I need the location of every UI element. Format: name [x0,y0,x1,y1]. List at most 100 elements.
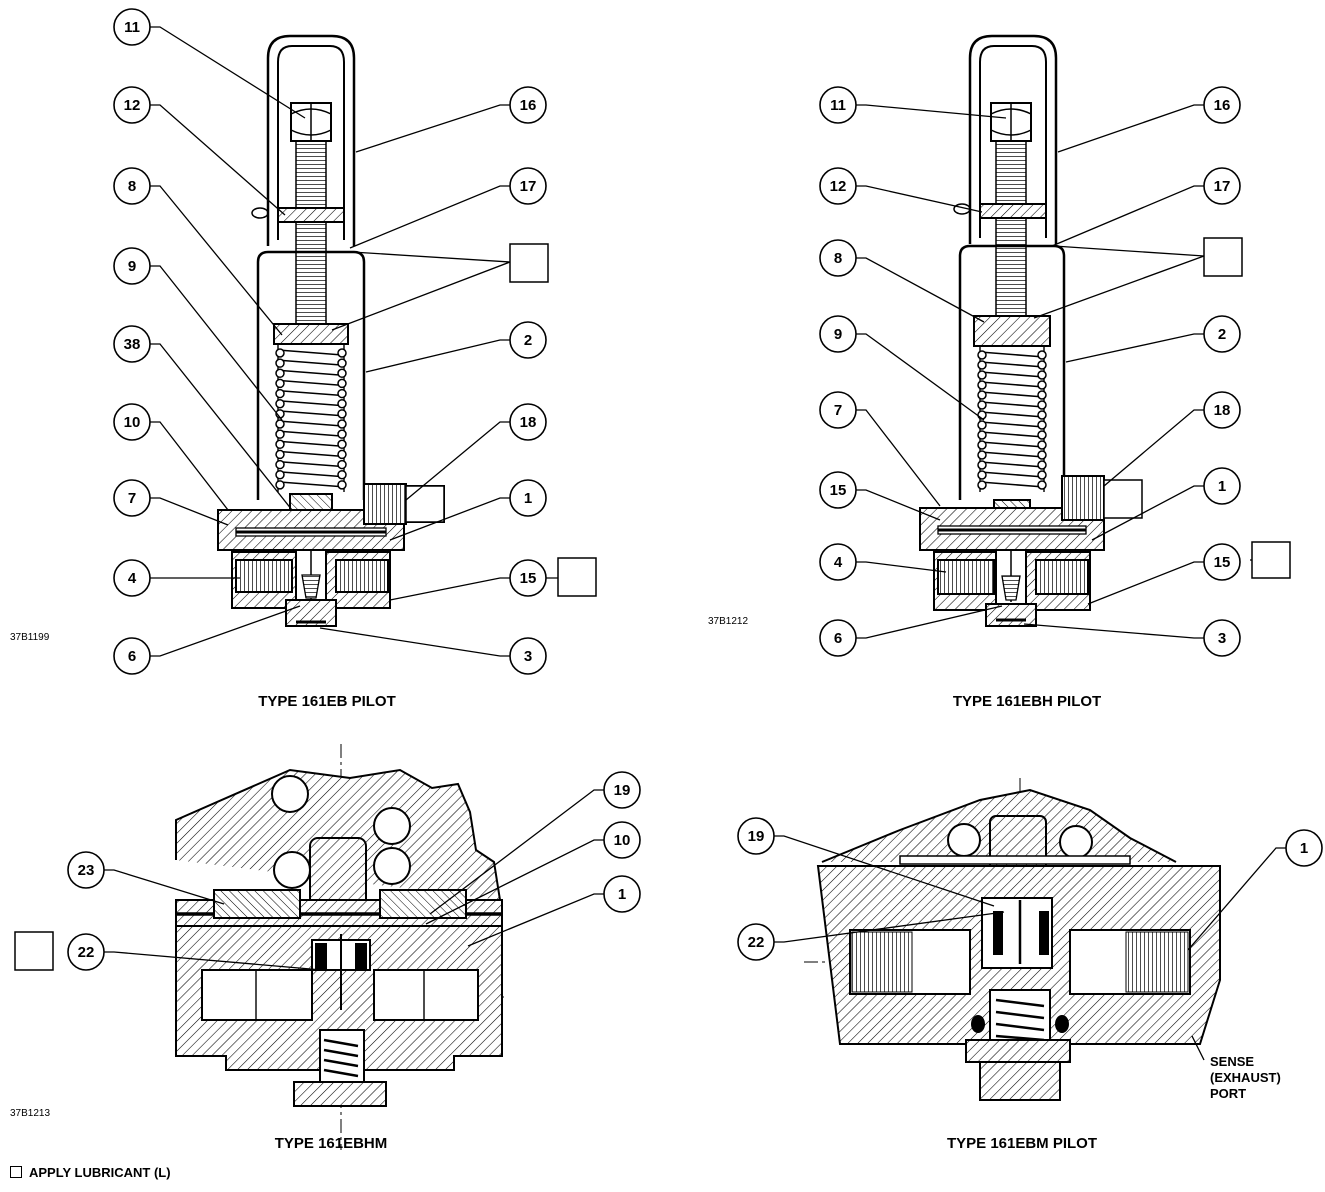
sense-port-label-line-3: PORT [1210,1086,1246,1101]
view-161ebh-pilot [919,34,1291,627]
leader-v1-2 [150,185,283,336]
callout-number-v2-10: 2 [1218,326,1226,343]
leader-v1-6 [150,497,229,526]
leader-lines [104,26,1286,971]
callout-bubble-v1-11 [509,321,547,359]
leader-v2-5 [856,489,941,521]
view-161eb-pilot [217,34,597,627]
leader-v2-7 [856,605,1003,639]
leader-v1-10 [349,185,510,249]
callout-bubble-v1-7 [113,559,151,597]
callout-bubble-v3-3 [603,821,641,859]
leader-v1-9 [355,104,510,153]
callout-bubble-v1-10 [509,167,547,205]
drawing-number-1: 37B1199 [10,632,50,643]
leader-v1-5 [150,421,229,511]
leader-v4-1 [774,911,1005,943]
lubricant-leader-0 [351,251,511,263]
leader-v4-0 [774,835,995,907]
lubricant-box-icon [10,1166,22,1178]
legend-text: APPLY LUBRICANT (L) [29,1164,171,1180]
callout-bubble-v1-9 [509,86,547,124]
leader-v1-4 [150,343,293,511]
lubricant-leader-4 [1033,255,1205,319]
callout-number-v1-3: 9 [128,258,136,275]
callout-number-v1-15: 3 [524,648,532,665]
callout-number-v1-9: 16 [520,97,537,114]
callout-number-v2-2: 8 [834,250,842,267]
leader-v3-0 [104,869,225,905]
leader-v2-8 [1057,104,1204,153]
callout-number-v1-4: 38 [124,336,141,353]
callout-number-v4-0: 19 [748,828,765,845]
callout-bubble-v1-0 [113,8,151,46]
callout-bubble-v2-2 [819,239,857,277]
leader-v2-13 [1087,561,1204,605]
callout-bubble-v2-7 [819,619,857,657]
callout-number-v1-2: 8 [128,178,136,195]
sense-port-label-line-1: SENSE [1210,1054,1254,1069]
callout-number-v1-6: 7 [128,490,136,507]
callout-bubble-v1-5 [113,403,151,441]
callout-number-v4-2: 1 [1300,840,1308,857]
leader-v1-3 [150,265,283,421]
leader-v1-15 [319,627,510,657]
callout-bubble-v2-10 [1203,315,1241,353]
lubricant-leader-3 [1053,245,1205,257]
drawing-number-2: 37B1212 [708,616,748,627]
callout-bubble-v2-8 [1203,86,1241,124]
callout-bubble-v3-4 [603,875,641,913]
callout-number-v3-0: 23 [78,862,95,879]
callout-number-v1-13: 1 [524,490,532,507]
leader-v1-8 [150,605,301,657]
callout-bubble-v2-1 [819,167,857,205]
callout-number-v1-7: 4 [128,570,137,587]
callout-bubble-v1-3 [113,247,151,285]
callout-bubble-v4-2 [1285,829,1323,867]
leader-v2-6 [856,561,947,573]
callout-bubbles: 1112893810746161721811531112897154616172… [67,8,1323,971]
callout-number-v1-10: 17 [520,178,537,195]
callout-number-v1-8: 6 [128,648,136,665]
callout-number-v1-5: 10 [124,414,141,431]
callout-bubble-v4-1 [737,923,775,961]
leader-v2-10 [1065,333,1204,363]
leader-v2-3 [856,333,985,421]
leader-v4-2 [1187,847,1286,951]
drawing-number-3: 37B1213 [10,1108,50,1119]
callout-bubble-v1-6 [113,479,151,517]
leader-v1-12 [405,421,510,501]
callout-bubble-v2-5 [819,471,857,509]
callout-number-v2-3: 9 [834,326,842,343]
callout-number-v2-4: 7 [834,402,842,419]
leader-v2-14 [1023,623,1204,639]
leader-v2-12 [1091,485,1204,541]
callout-number-v2-12: 1 [1218,478,1226,495]
view-title-161ebh: TYPE 161EBH PILOT [953,693,1101,710]
callout-number-v3-3: 10 [614,832,631,849]
callout-bubble-v1-1 [113,86,151,124]
leader-v2-11 [1103,409,1204,487]
callout-bubble-v1-15 [509,637,547,675]
callout-number-v3-1: 22 [78,944,95,961]
callout-bubble-v2-3 [819,315,857,353]
leader-v1-13 [389,497,510,541]
callout-bubble-v1-13 [509,479,547,517]
sense-port-label-line-2: (EXHAUST) [1210,1070,1281,1085]
callout-number-v2-11: 18 [1214,402,1231,419]
callout-number-v2-0: 11 [830,97,846,114]
view-title-161ebm: TYPE 161EBM PILOT [947,1135,1097,1152]
callout-number-v1-0: 11 [124,19,140,36]
callout-bubble-v2-14 [1203,619,1241,657]
leader-v3-3 [425,839,604,925]
callout-bubble-v2-4 [819,391,857,429]
callout-number-v1-12: 18 [520,414,537,431]
leader-v1-1 [150,104,286,216]
callout-number-v2-8: 16 [1214,97,1231,114]
callout-number-v2-6: 4 [834,554,843,571]
leader-v1-0 [150,26,306,119]
view-title-161eb: TYPE 161EB PILOT [258,693,396,710]
legend: APPLY LUBRICANT (L) [10,1162,171,1182]
